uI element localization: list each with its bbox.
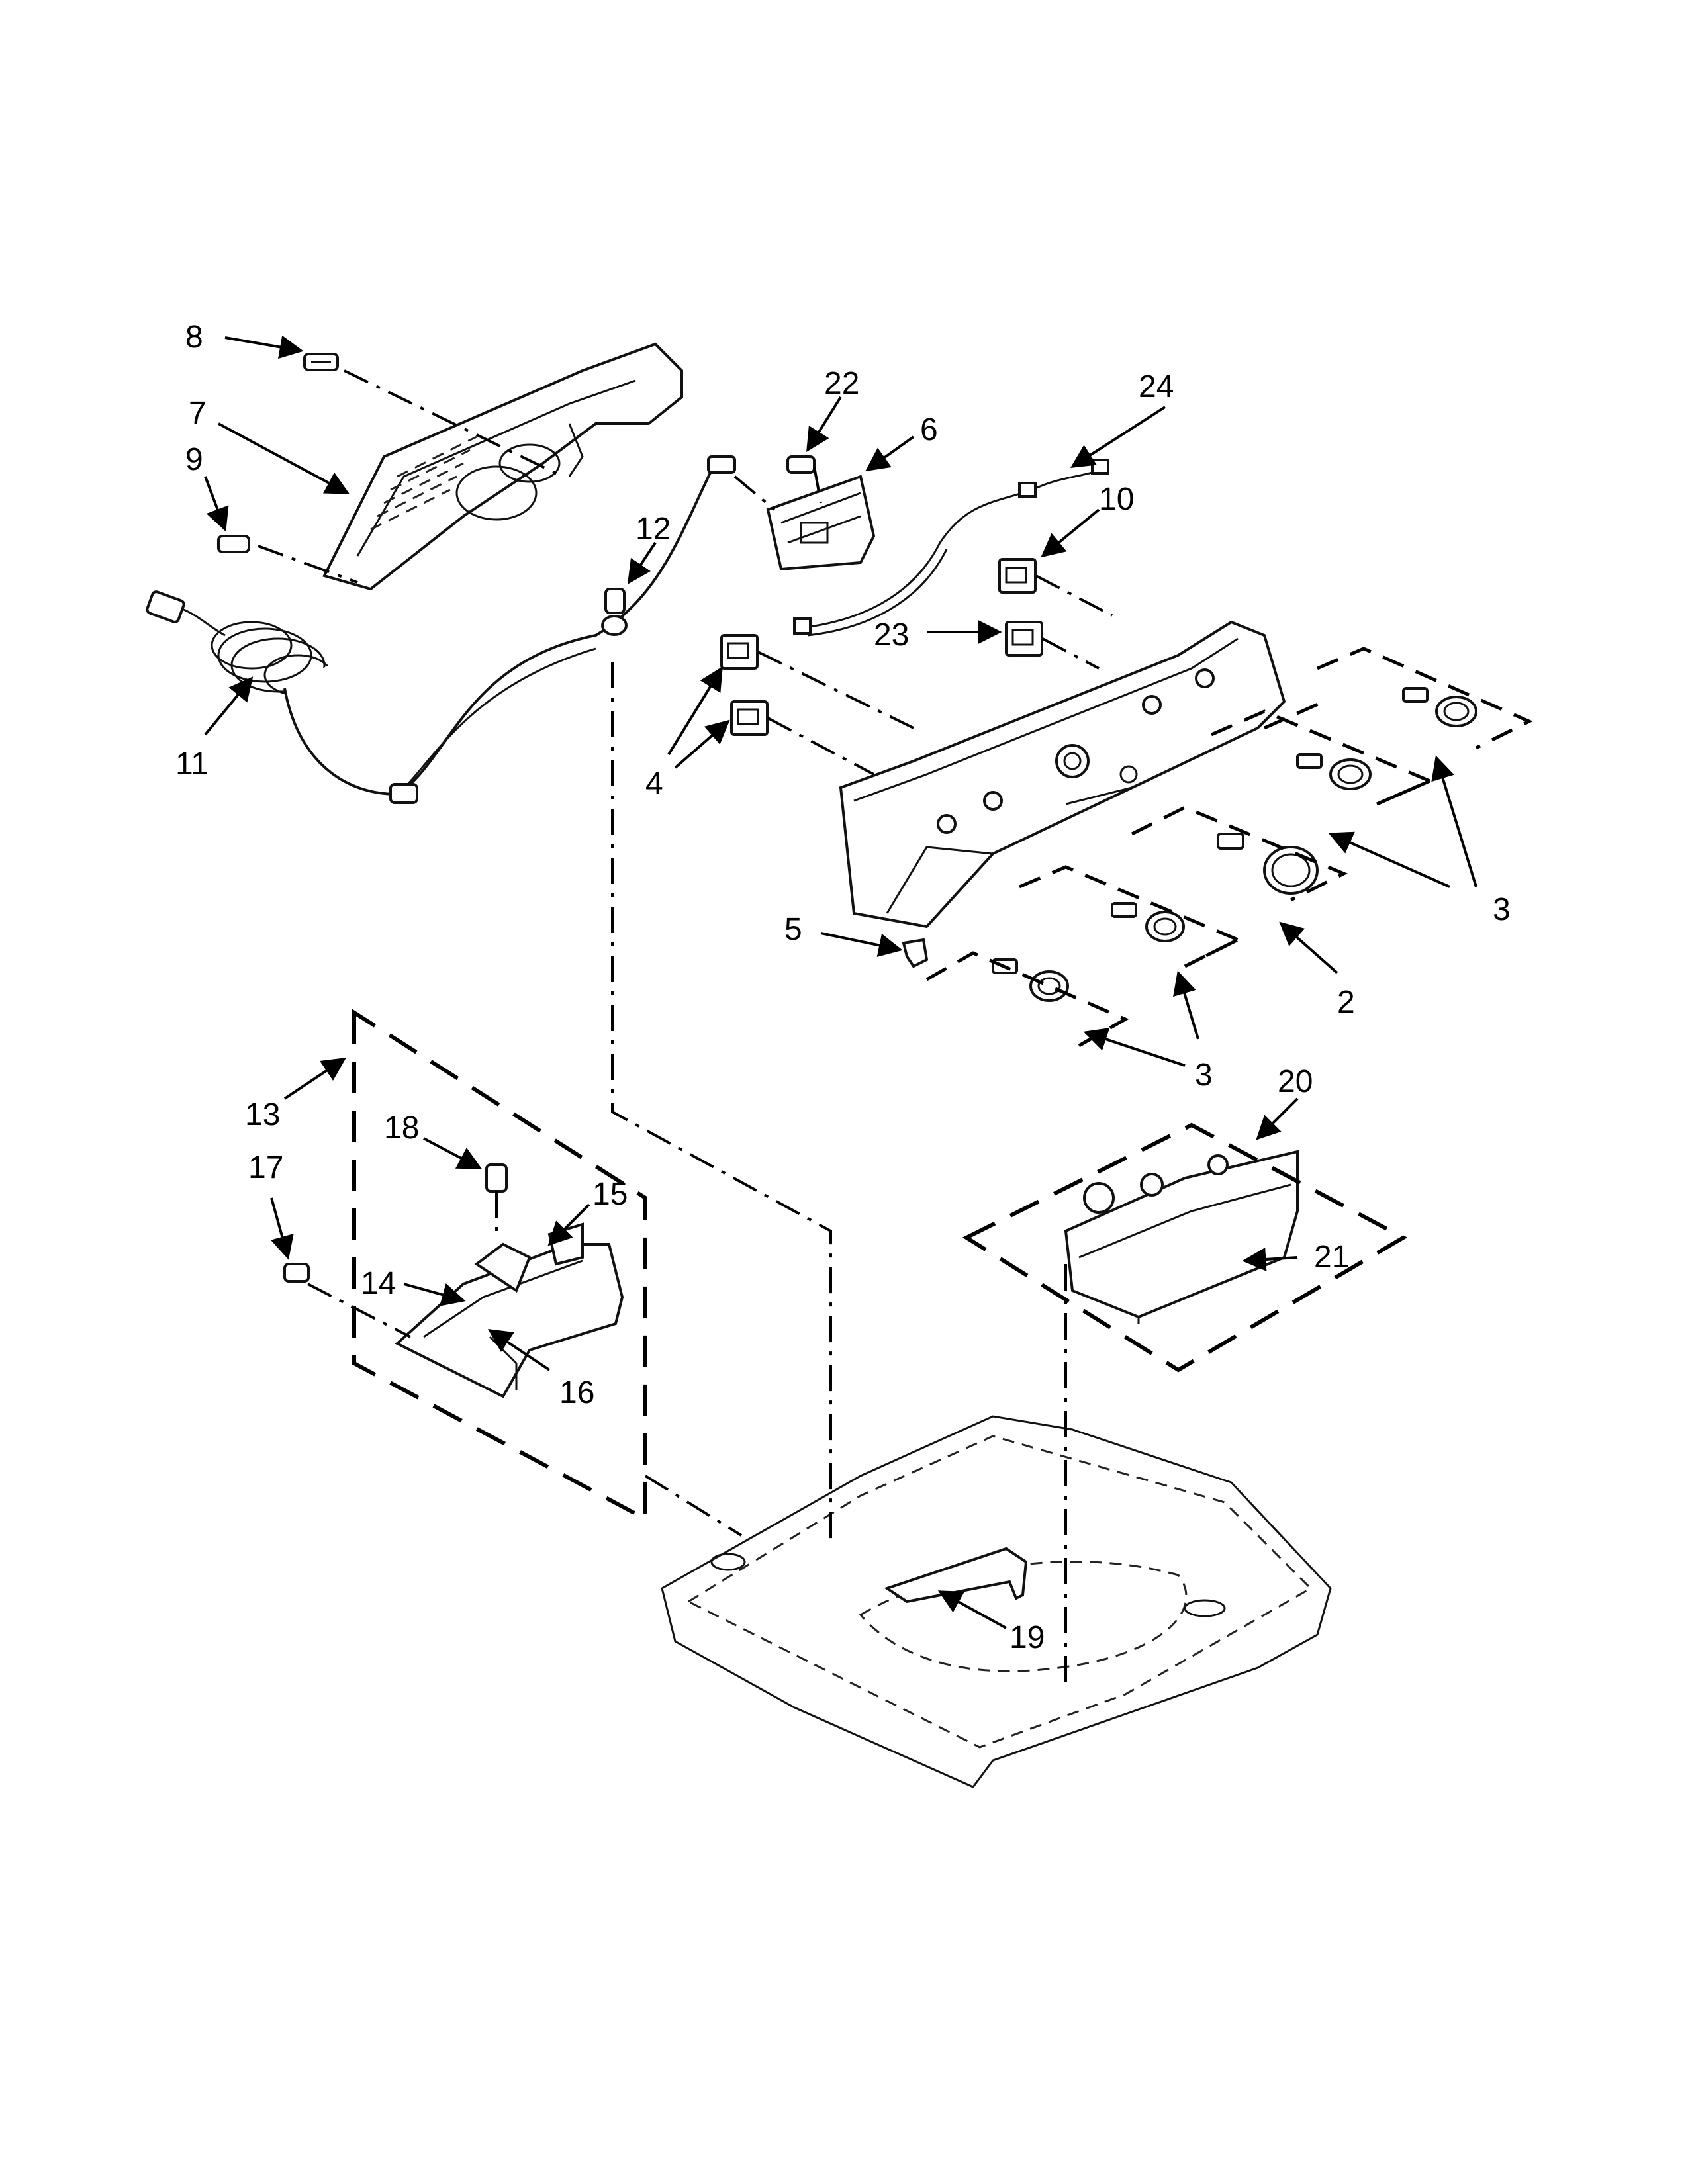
callout-22: 22	[824, 366, 859, 401]
rear-console-panel	[322, 342, 683, 591]
callout-8: 8	[185, 320, 203, 355]
switch-4-upper	[720, 634, 759, 670]
callout-15: 15	[592, 1177, 628, 1212]
knob-right-top	[1402, 687, 1477, 727]
callout-3-bottom: 3	[1195, 1058, 1213, 1093]
switch-10	[998, 558, 1037, 594]
screw-18	[485, 1163, 508, 1193]
callout-21: 21	[1314, 1240, 1349, 1275]
screw-22	[786, 455, 816, 474]
clip-5	[902, 938, 929, 968]
callout-23: 23	[874, 617, 909, 653]
callout-14: 14	[361, 1266, 396, 1301]
top-cover	[661, 1415, 1332, 1788]
dispenser-drawer	[1064, 1150, 1299, 1324]
callout-6: 6	[920, 412, 938, 447]
switch-23	[1005, 621, 1043, 657]
callout-2: 2	[1337, 985, 1355, 1020]
water-valve-assembly	[395, 1222, 624, 1398]
callout-4: 4	[645, 766, 663, 801]
callout-3-right: 3	[1493, 892, 1511, 927]
screw-17	[283, 1263, 310, 1283]
callout-13: 13	[245, 1097, 280, 1132]
callout-5: 5	[784, 912, 802, 947]
callout-16: 16	[559, 1375, 594, 1410]
callout-17: 17	[248, 1150, 283, 1185]
leader-lines	[204, 335, 1477, 1629]
callout-19: 19	[1009, 1620, 1045, 1655]
dispenser-group-box	[962, 1122, 1408, 1373]
power-cord	[146, 455, 736, 804]
ground-screw	[601, 588, 628, 636]
callout-18: 18	[384, 1111, 419, 1146]
callout-10: 10	[1099, 482, 1134, 517]
callout-11: 11	[175, 747, 209, 782]
callout-9: 9	[185, 442, 203, 477]
switch-4-lower	[730, 700, 769, 736]
callout-20: 20	[1278, 1064, 1313, 1099]
control-board	[766, 475, 876, 571]
vent-grid	[370, 435, 477, 531]
callout-numbers: 8 7 9 11 12 22 6 24 10 23 4 5 3 2 3 13 1…	[175, 320, 1511, 1655]
screw-8	[303, 353, 339, 371]
callout-12: 12	[635, 512, 671, 547]
console-front-panel	[839, 620, 1286, 929]
alignment-lines	[258, 369, 1113, 1688]
knob-right-mid	[1296, 753, 1372, 790]
knob-left-mid	[1111, 902, 1185, 942]
callout-24: 24	[1139, 369, 1174, 404]
callout-7: 7	[189, 396, 207, 431]
screw-9	[217, 535, 250, 553]
